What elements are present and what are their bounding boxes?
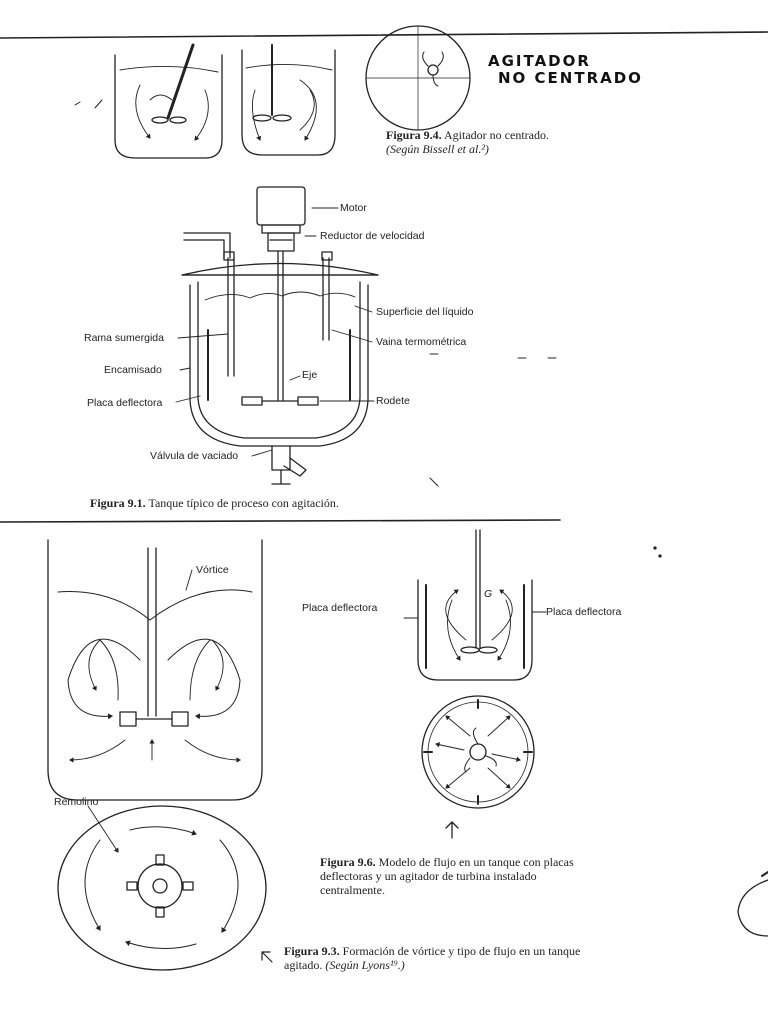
label-motor: Motor [340, 202, 367, 214]
figure-9-4-drawing [74, 25, 471, 159]
figure-9-3-text: Formación de vórtice y tipo de flujo en … [284, 944, 581, 972]
label-placa-left: Placa deflectora [302, 602, 378, 614]
handwritten-note-line-1: AGITADOR [488, 52, 591, 70]
label-superficie: Superficie del líquido [376, 306, 474, 318]
label-placa-right: Placa deflectora [546, 606, 622, 618]
figure-9-1-caption: Figura 9.1. Tanque típico de proceso con… [90, 496, 339, 510]
figure-9-6-caption: Figura 9.6. Modelo de flujo en un tanque… [320, 855, 580, 897]
label-reductor: Reductor de velocidad [320, 230, 425, 242]
label-encamisado: Encamisado [104, 364, 162, 376]
figure-9-4-caption: Figura 9.4. Agitador no centrado. (Según… [386, 128, 626, 156]
label-rama: Rama sumergida [84, 332, 164, 344]
figure-9-6-number: Figura 9.6. [320, 855, 376, 869]
label-placa-deflectora: Placa deflectora [87, 397, 163, 409]
label-vaina: Vaina termométrica [376, 336, 467, 348]
label-g: G [484, 588, 493, 600]
label-rodete: Rodete [376, 395, 410, 407]
label-vortice: Vórtice [196, 564, 229, 576]
figure-9-4-text: Agitador no centrado. [444, 128, 549, 142]
figure-9-1-text: Tanque típico de proceso con agitación. [148, 496, 339, 510]
figure-9-4-number: Figura 9.4. [386, 128, 442, 142]
figure-9-1-drawing [175, 186, 557, 487]
top-rule [0, 31, 768, 39]
figure-9-6-text: Modelo de flujo en un tanque con placas … [320, 855, 574, 897]
label-valvula: Válvula de vaciado [150, 450, 239, 462]
label-eje: Eje [302, 369, 318, 381]
label-remolino: Remolino [54, 796, 99, 808]
figure-9-3-drawing [47, 539, 273, 971]
figure-9-1-number: Figura 9.1. [90, 496, 146, 510]
figure-9-3-number: Figura 9.3. [284, 944, 340, 958]
figure-9-3-source: (Según Lyons¹⁹.) [325, 958, 405, 972]
figure-9-4-source: (Según Bissell et al.²) [386, 142, 489, 156]
figure-9-3-caption: Figura 9.3. Formación de vórtice y tipo … [284, 944, 584, 972]
middle-rule [0, 519, 561, 523]
handwritten-note-line-2: NO CENTRADO [498, 69, 643, 87]
figure-9-6-drawing [403, 529, 662, 839]
